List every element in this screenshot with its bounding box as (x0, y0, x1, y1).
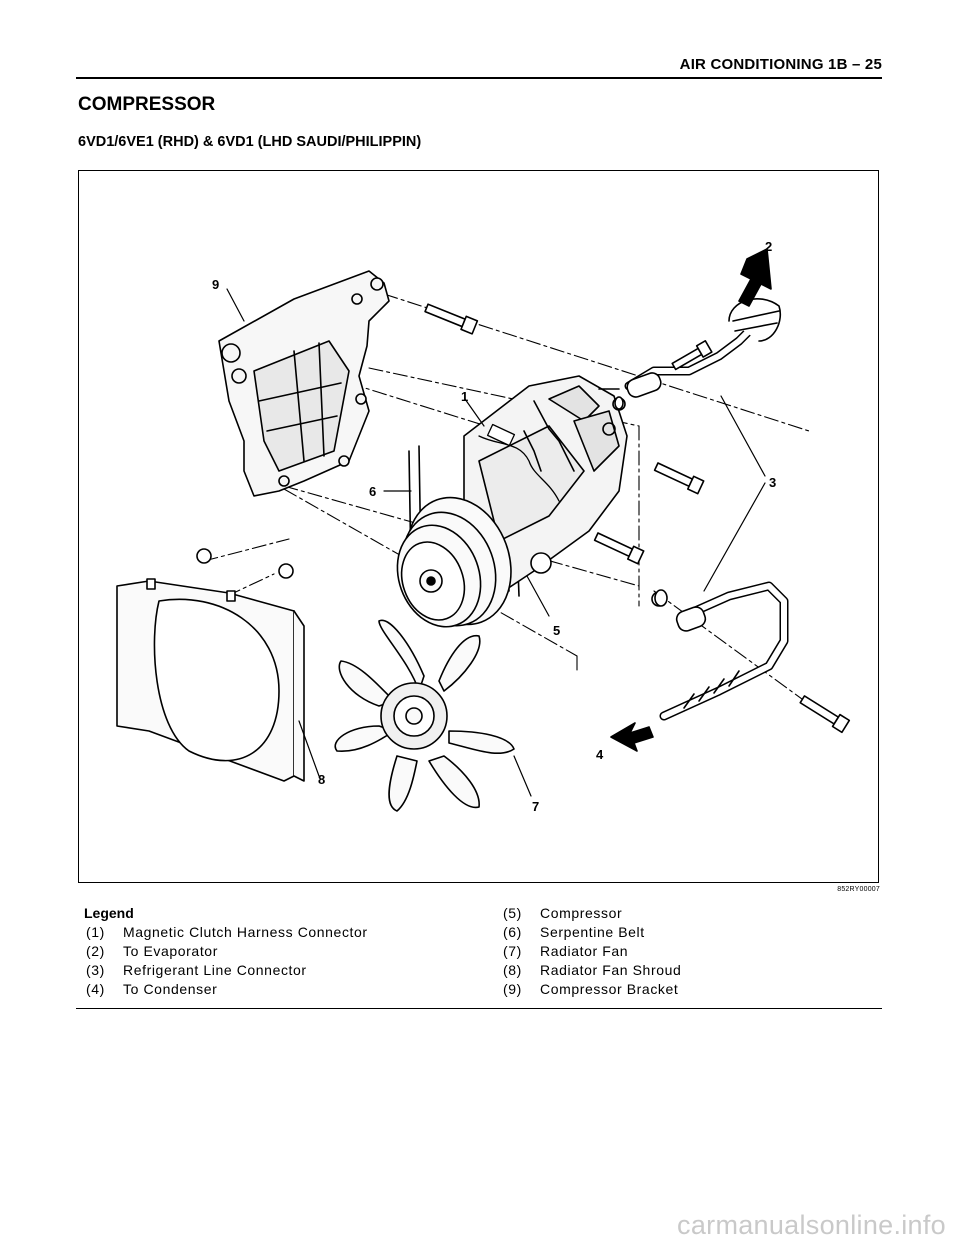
compressor-bracket (218, 270, 390, 497)
to-evaporator-arrow (738, 248, 772, 307)
bottom-rule (76, 1008, 882, 1009)
harness-connector (478, 423, 560, 502)
radiator-fan (334, 619, 515, 812)
callout-2: 2 (765, 239, 772, 254)
callout-leaders (226, 288, 766, 797)
legend-num: (8) (503, 962, 522, 978)
page-header-title: AIR CONDITIONING 1B – 25 (679, 56, 882, 73)
legend-num: (1) (86, 924, 105, 940)
legend-text: Compressor Bracket (540, 981, 679, 997)
upper-refrigerant-line (602, 297, 781, 436)
legend-text: To Evaporator (123, 943, 218, 959)
clutch-pulley (396, 496, 512, 628)
callout-9: 9 (212, 277, 219, 292)
legend-num: (4) (86, 981, 105, 997)
legend-num: (2) (86, 943, 105, 959)
section-title: COMPRESSOR (78, 94, 216, 115)
legend-text: Magnetic Clutch Harness Connector (123, 924, 368, 940)
radiator-fan-shroud (116, 578, 305, 782)
legend-text: Radiator Fan Shroud (540, 962, 682, 978)
legend-text: To Condenser (123, 981, 218, 997)
callout-numbers: 1 2 3 4 5 6 7 8 9 (212, 239, 776, 814)
compressor-exploded-diagram: 1 2 3 4 5 6 7 8 9 (78, 170, 879, 883)
legend-text: Serpentine Belt (540, 924, 645, 940)
lower-refrigerant-line (651, 581, 789, 721)
callout-8: 8 (318, 772, 325, 787)
figure-code: 852RY00007 (837, 886, 880, 893)
header-rule (76, 77, 882, 79)
section-subtitle: 6VD1/6VE1 (RHD) & 6VD1 (LHD SAUDI/PHILIP… (78, 134, 422, 150)
legend-text: Radiator Fan (540, 943, 629, 959)
bolts (196, 303, 851, 734)
legend-text: Refrigerant Line Connector (123, 962, 307, 978)
legend-num: (6) (503, 924, 522, 940)
callout-5: 5 (553, 623, 560, 638)
callout-4: 4 (596, 747, 604, 762)
legend-num: (9) (503, 981, 522, 997)
legend-text: Compressor (540, 905, 623, 921)
watermark: carmanualsonline.info (677, 1210, 946, 1240)
callout-6: 6 (369, 484, 376, 499)
legend-title: Legend (84, 905, 134, 921)
legend-num: (7) (503, 943, 522, 959)
diagram-svg: 1 2 3 4 5 6 7 8 9 (116, 239, 851, 814)
callout-7: 7 (532, 799, 539, 814)
legend-num: (3) (86, 962, 105, 978)
callout-3: 3 (769, 475, 776, 490)
to-condenser-arrow (610, 722, 654, 752)
callout-1: 1 (461, 389, 468, 404)
legend-num: (5) (503, 905, 522, 921)
